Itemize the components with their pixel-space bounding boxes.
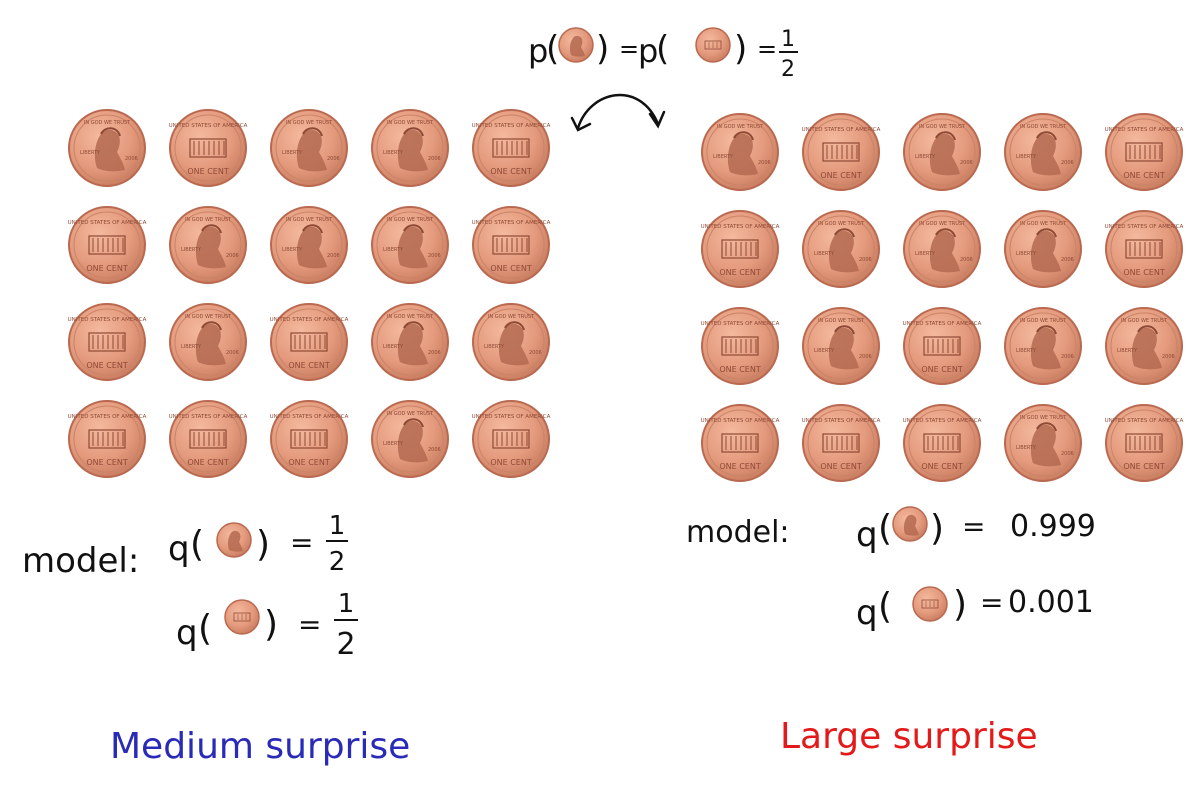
- penny-heads-icon: [270, 206, 348, 284]
- penny-tails-icon: [699, 210, 781, 288]
- model-label: model:: [22, 541, 139, 581]
- p-symbol: p: [638, 32, 658, 70]
- equals-sign: =: [962, 510, 985, 543]
- penny-tails-icon: [699, 404, 781, 482]
- fraction-numerator: 1: [329, 511, 346, 541]
- penny-heads-icon: [903, 113, 981, 191]
- penny-tails-icon: [800, 404, 882, 482]
- fraction-numerator: 1: [338, 589, 355, 619]
- penny-heads-icon: [371, 303, 449, 381]
- penny-heads-icon: [1004, 113, 1082, 191]
- equals-sign: =: [757, 35, 777, 63]
- penny-tails-icon: [470, 206, 552, 284]
- penny-tails-icon: [66, 206, 148, 284]
- q-symbol: q: [176, 613, 198, 653]
- penny-tails-icon: [268, 303, 350, 381]
- penny-heads-icon: [371, 400, 449, 478]
- penny-heads-icon: [1004, 210, 1082, 288]
- large-surprise-caption: Large surprise: [780, 716, 1038, 757]
- model-label: model:: [686, 515, 790, 550]
- penny-tails-icon: [699, 307, 781, 385]
- penny-heads-icon: [371, 206, 449, 284]
- penny-tails-icon: [912, 586, 948, 622]
- penny-heads-icon: [1004, 404, 1082, 482]
- close-paren: ): [734, 29, 747, 69]
- penny-heads-icon: [68, 109, 146, 187]
- fraction-denominator: 2: [336, 627, 355, 662]
- penny-tails-icon: [901, 404, 983, 482]
- penny-heads-icon: [903, 210, 981, 288]
- penny-heads-icon: [701, 113, 779, 191]
- equals-sign: =: [619, 35, 639, 63]
- q-tails-value: 0.001: [1008, 585, 1094, 620]
- penny-heads-icon: [802, 210, 880, 288]
- penny-tails-icon: [800, 113, 882, 191]
- fraction-numerator: 1: [781, 27, 795, 52]
- penny-heads-icon: [558, 27, 594, 63]
- swap-arrow-icon: [570, 93, 666, 132]
- p-symbol: p: [528, 32, 548, 70]
- penny-tails-icon: [66, 303, 148, 381]
- open-paren: (: [656, 29, 669, 69]
- q-symbol: q: [168, 529, 190, 569]
- close-paren: ): [264, 604, 278, 645]
- q-symbol: q: [856, 593, 878, 633]
- right-model: model: q ( ) = 0.999 q ( ) = 0.001: [686, 506, 1096, 633]
- open-paren: (: [546, 29, 559, 69]
- q-heads-value: 0.999: [1010, 509, 1096, 544]
- close-paren: ): [596, 29, 609, 69]
- penny-heads-icon: [169, 303, 247, 381]
- penny-tails-icon: [1103, 113, 1185, 191]
- penny-tails-icon: [470, 109, 552, 187]
- close-paren: ): [256, 524, 270, 565]
- close-paren: ): [930, 508, 944, 549]
- penny-tails-icon: [695, 27, 731, 63]
- right-coin-grid: [699, 113, 1185, 482]
- penny-tails-icon: [1103, 210, 1185, 288]
- fraction-denominator: 2: [781, 57, 795, 82]
- open-paren: (: [190, 524, 204, 565]
- penny-heads-icon: [1105, 307, 1183, 385]
- penny-tails-icon: [224, 599, 260, 635]
- fraction-denominator: 2: [329, 547, 346, 577]
- penny-heads-icon: [216, 522, 252, 558]
- equals-sign: =: [980, 586, 1003, 619]
- penny-heads-icon: [1004, 307, 1082, 385]
- q-symbol: q: [856, 515, 878, 555]
- open-paren: (: [878, 508, 892, 549]
- medium-surprise-caption: Medium surprise: [110, 726, 410, 767]
- penny-heads-icon: [371, 109, 449, 187]
- left-coin-grid: [66, 109, 552, 478]
- open-paren: (: [198, 608, 212, 649]
- open-paren: (: [878, 586, 892, 627]
- penny-tails-icon: [268, 400, 350, 478]
- equals-sign: =: [298, 608, 321, 641]
- penny-heads-icon: [802, 307, 880, 385]
- penny-heads-icon: [472, 303, 550, 381]
- penny-heads-icon: [270, 109, 348, 187]
- left-model: model: q ( ) = 1 2 q ( ) = 1 2: [22, 511, 358, 662]
- penny-tails-icon: [167, 109, 249, 187]
- close-paren: ): [953, 584, 967, 625]
- penny-heads-icon: [169, 206, 247, 284]
- penny-tails-icon: [66, 400, 148, 478]
- top-probability-formula: p ( ) = p ( ) = 1 2: [528, 27, 798, 82]
- penny-tails-icon: [167, 400, 249, 478]
- penny-tails-icon: [470, 400, 552, 478]
- penny-tails-icon: [901, 307, 983, 385]
- penny-heads-icon: [892, 506, 928, 542]
- equals-sign: =: [290, 526, 313, 559]
- penny-tails-icon: [1103, 404, 1185, 482]
